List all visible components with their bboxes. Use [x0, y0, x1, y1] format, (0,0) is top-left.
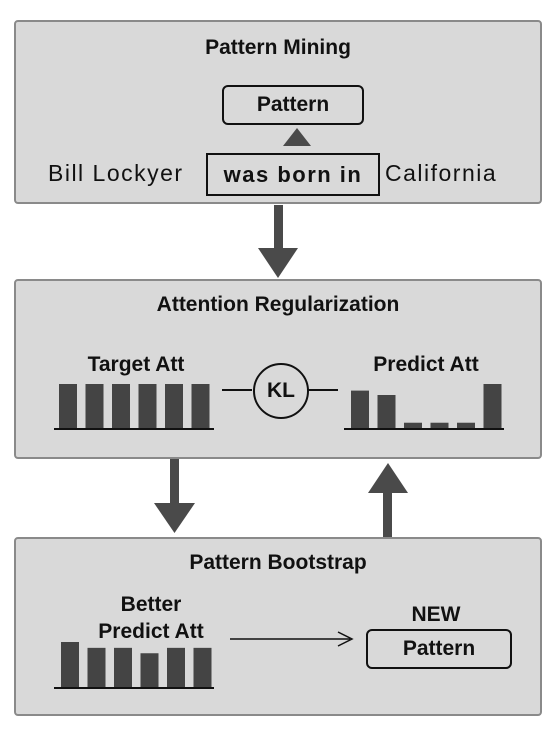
pattern-box: Pattern — [222, 85, 364, 125]
predict-att-bar-2 — [377, 395, 396, 428]
target-att-label: Target Att — [87, 353, 185, 376]
target-att-bar-3 — [112, 384, 130, 428]
better-att-bar-3 — [114, 647, 132, 687]
target-att-bar-1 — [59, 384, 77, 428]
better-att-bar-6 — [193, 647, 212, 687]
target-att-bar-4 — [138, 384, 157, 428]
better-label-line1: Better — [120, 593, 182, 616]
better-att-bar-4 — [140, 653, 159, 687]
better-att-bars — [61, 642, 212, 687]
sentence-left: Bill Lockyer — [48, 160, 184, 186]
predict-att-label: Predict Att — [373, 353, 479, 376]
up-arrow-right-icon — [368, 463, 408, 537]
target-att-bar-2 — [85, 384, 104, 428]
up-pointer-icon — [283, 128, 311, 146]
attention-regularization-title: Attention Regularization — [156, 293, 400, 316]
predict-att-bar-3 — [404, 422, 422, 428]
pattern-mining-panel: Pattern Mining Pattern Bill Lockyer was … — [14, 20, 542, 204]
kl-label: KL — [267, 379, 295, 402]
down-arrow-icon — [258, 205, 298, 278]
better-att-bar-1 — [61, 642, 79, 687]
better-label-line2: Predict Att — [98, 620, 204, 643]
target-att-bar-5 — [165, 384, 183, 428]
target-att-bar-6 — [191, 384, 210, 428]
better-predict-att-label: Better Predict Att — [66, 591, 236, 645]
sentence-highlight: was born in — [223, 161, 363, 187]
predict-att-bars — [351, 384, 502, 428]
better-att-bar-2 — [87, 647, 106, 687]
target-att-bars — [59, 384, 210, 428]
sentence-right: California — [385, 160, 498, 186]
down-arrow-left-icon — [154, 459, 195, 533]
pattern-bootstrap-title: Pattern Bootstrap — [189, 551, 367, 574]
pattern-mining-title: Pattern Mining — [205, 36, 351, 59]
better-att-bar-5 — [167, 647, 185, 687]
sentence-highlight-box: was born in — [206, 153, 380, 196]
predict-att-bar-4 — [430, 422, 449, 428]
new-label: NEW — [411, 603, 461, 626]
predict-att-bar-6 — [483, 384, 502, 428]
predict-att-bar-5 — [457, 422, 475, 428]
new-pattern-box: Pattern — [366, 629, 512, 669]
predict-att-bar-1 — [351, 390, 369, 428]
right-arrow-icon — [230, 631, 354, 647]
